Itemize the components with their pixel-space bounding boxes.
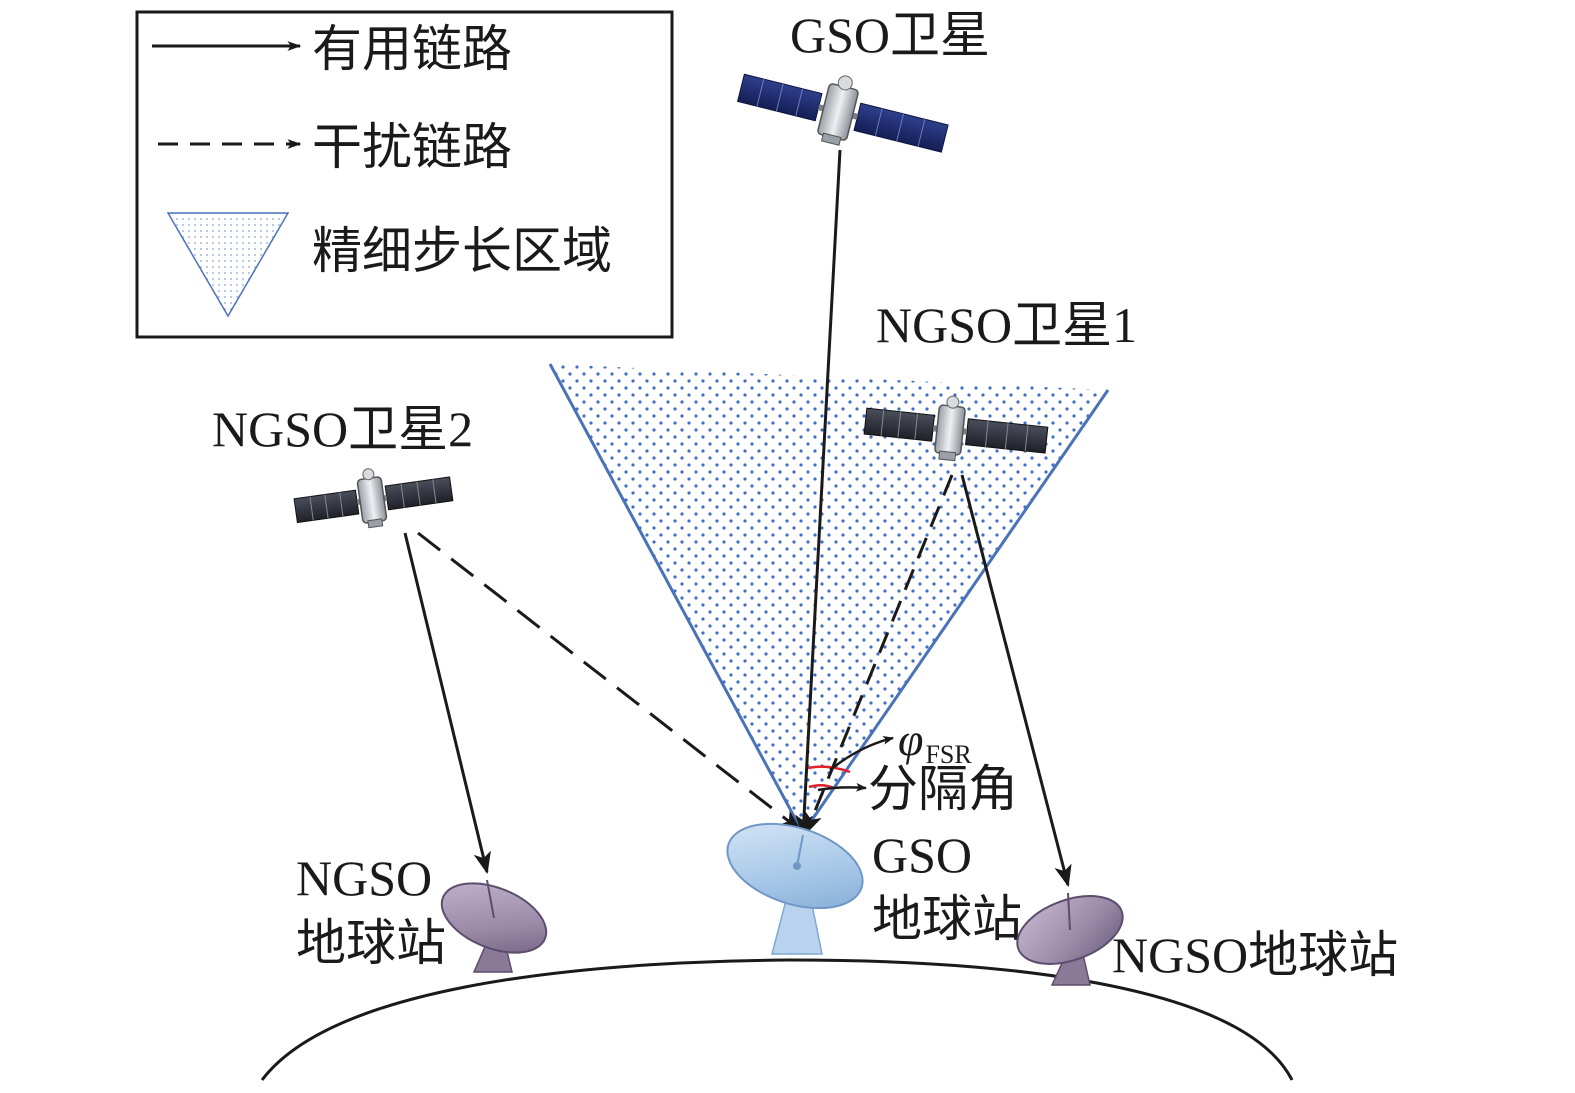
ngso2-satellite-label: NGSO卫星2 [212,401,473,457]
separation-angle-pointer [817,782,868,792]
ngso2-satellite-icon [293,468,454,529]
ngso1-useful-link [960,474,1072,888]
angle-arc-phi-fsr [807,765,851,774]
gso-satellite-body [817,83,859,141]
gso-right-solar-panel [853,102,949,153]
ngso-left-station-label-line2: 地球站 [296,915,446,971]
gso-left-solar-panel [736,73,823,122]
gso-useful-link [795,149,842,838]
legend-useful-link-label: 有用链路 [312,21,512,77]
earth-surface [260,958,1294,1081]
fine-step-region-fill [550,364,1108,833]
legend-fine-region-label: 精细步长区域 [312,223,612,279]
ngso1-satellite-icon [863,395,1049,462]
legend-fine-region-swatch [166,212,290,318]
ngso-right-earth-station-icon [1016,892,1124,986]
phi-fsr-label: φFSR [898,714,972,769]
legend-interference-link-label: 干扰链路 [312,119,512,175]
gso-satellite-icon [736,73,949,153]
ngso2-useful-link [403,532,491,875]
ngso-left-station-label-line1: NGSO [296,850,432,906]
fine-step-region-right-edge [801,389,1110,834]
ngso2-satellite-body [356,476,388,524]
gso-station-label-line2: 地球站 [872,891,1022,947]
fine-step-region-left-edge [548,363,805,834]
gso-station-label-line1: GSO [872,827,972,883]
separation-angle-label: 分隔角 [868,761,1018,817]
gso-satellite-label: GSO卫星 [790,7,990,63]
ngso1-satellite-label: NGSO卫星1 [876,297,1137,353]
ngso1-interference-link [804,474,954,836]
ngso-left-earth-station-icon [440,879,548,973]
ngso2-right-solar-panel [384,476,454,511]
ngso1-satellite-body [934,404,966,456]
legend: 有用链路 干扰链路 精细步长区域 [135,10,674,339]
phi-fsr-pointer [829,736,895,771]
ngso2-interference-link [417,531,802,832]
ngso-right-station-label: NGSO地球站 [1112,927,1398,983]
ngso2-left-solar-panel [293,489,360,524]
gso-earth-station-icon [726,822,864,955]
